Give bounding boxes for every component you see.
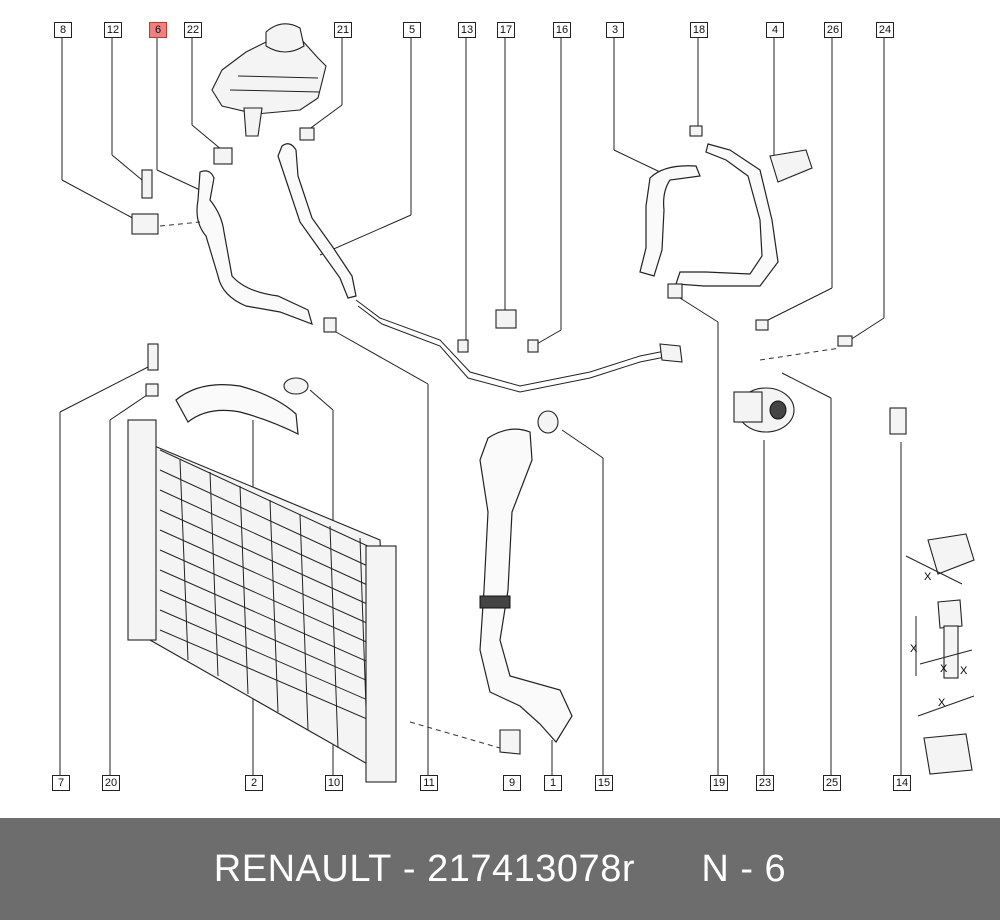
callout-4: 4 <box>766 22 784 38</box>
callout-15: 15 <box>595 775 613 791</box>
callout-25: 25 <box>823 775 841 791</box>
part-number: 217413078r <box>427 847 635 890</box>
hose-3 <box>639 165 701 277</box>
parts-diagram: X X X X X 8 12 6 22 21 5 13 17 16 3 18 4… <box>52 22 975 791</box>
hose-2 <box>175 377 309 436</box>
callout-5: 5 <box>403 22 421 38</box>
dim-mark-1: X <box>924 571 932 583</box>
callout-7: 7 <box>52 775 70 791</box>
callout-1: 1 <box>544 775 562 791</box>
dim-mark-4: X <box>960 665 968 677</box>
callout-8: 8 <box>54 22 72 38</box>
brand-name: RENAULT <box>213 847 392 890</box>
callout-19: 19 <box>710 775 728 791</box>
callout-22: 22 <box>184 22 202 38</box>
callout-3: 3 <box>606 22 624 38</box>
caption-separator: - <box>391 847 428 890</box>
callout-13: 13 <box>458 22 476 38</box>
diagram-position: N - 6 <box>701 847 787 890</box>
leader-lines <box>59 38 902 775</box>
caption-gap <box>635 848 701 891</box>
fastener-detail <box>905 533 975 775</box>
pump-23 <box>733 387 795 433</box>
callout-12: 12 <box>104 22 122 38</box>
callout-26: 26 <box>824 22 842 38</box>
small-parts <box>131 125 907 435</box>
callout-6-highlighted: 6 <box>149 22 167 38</box>
callout-17: 17 <box>497 22 515 38</box>
dim-mark-5: X <box>938 697 946 709</box>
part-caption-bar: RENAULT - 217413078r N - 6 <box>0 818 1000 920</box>
dim-mark-3: X <box>940 663 948 675</box>
callout-16: 16 <box>553 22 571 38</box>
callout-14: 14 <box>893 775 911 791</box>
radiator <box>127 419 397 783</box>
callout-11: 11 <box>420 775 438 791</box>
hose-5 <box>277 143 683 393</box>
hose-6 <box>196 170 313 325</box>
callout-23: 23 <box>756 775 774 791</box>
callout-2: 2 <box>245 775 263 791</box>
dim-mark-2: X <box>910 643 918 655</box>
callout-21: 21 <box>334 22 352 38</box>
hose-1 <box>479 410 573 755</box>
callout-18: 18 <box>690 22 708 38</box>
callout-20: 20 <box>102 775 120 791</box>
callout-9: 9 <box>503 775 521 791</box>
callout-24: 24 <box>876 22 894 38</box>
hose-4 <box>675 143 813 287</box>
cooling-system-drawing: X X X X X <box>59 23 975 783</box>
expansion-tank <box>211 23 327 137</box>
callout-10: 10 <box>325 775 343 791</box>
